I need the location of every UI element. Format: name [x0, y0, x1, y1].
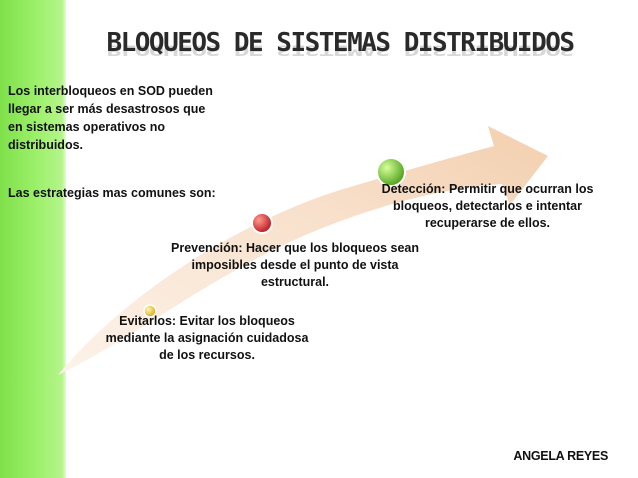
step-evitarlos-line-1: Evitarlos: Evitar los bloqueos	[119, 314, 295, 328]
step-evitarlos-line-2: mediante la asignación cuidadosa	[105, 331, 309, 345]
author-name: ANGELA REYES	[513, 449, 608, 463]
intro-line-1: Los interbloqueos en SOD pueden	[8, 84, 213, 98]
slide-title: BLOQUEOS DE SISTEMAS DISTRIBUIDOS	[106, 28, 575, 58]
strategies-label: Las estrategias mas comunes son:	[8, 186, 216, 200]
step-prevencion-line-2: imposibles desde el punto de vista	[191, 258, 399, 272]
step-deteccion-line-2: bloqueos, detectarlos e intentar	[393, 199, 582, 213]
intro-paragraph: Los interbloqueos en SOD pueden llegar a…	[8, 82, 238, 154]
green-band-highlight	[62, 0, 66, 478]
step-evitarlos-line-3: de los recursos.	[159, 348, 255, 362]
dot-evitarlos	[143, 304, 157, 318]
step-prevencion-line-1: Prevención: Hacer que los bloqueos sean	[171, 241, 419, 255]
intro-line-2: llegar a ser más desastrosos que	[8, 102, 206, 116]
step-deteccion: Detección: Permitir que ocurran los bloq…	[360, 181, 615, 232]
step-deteccion-line-3: recuperarse de ellos.	[424, 216, 551, 230]
arrow-body	[58, 126, 548, 375]
step-deteccion-line-1: Detección: Permitir que ocurran los	[381, 182, 594, 196]
left-green-band	[0, 0, 66, 478]
dot-deteccion	[376, 157, 406, 187]
intro-line-3: en sistemas operativos no	[8, 120, 166, 134]
step-evitarlos: Evitarlos: Evitar los bloqueos mediante …	[92, 313, 322, 364]
intro-line-4: distribuidos.	[8, 138, 83, 152]
dot-prevencion	[251, 212, 273, 234]
step-prevencion: Prevención: Hacer que los bloqueos sean …	[160, 240, 430, 291]
step-prevencion-line-3: estructural.	[260, 275, 330, 289]
